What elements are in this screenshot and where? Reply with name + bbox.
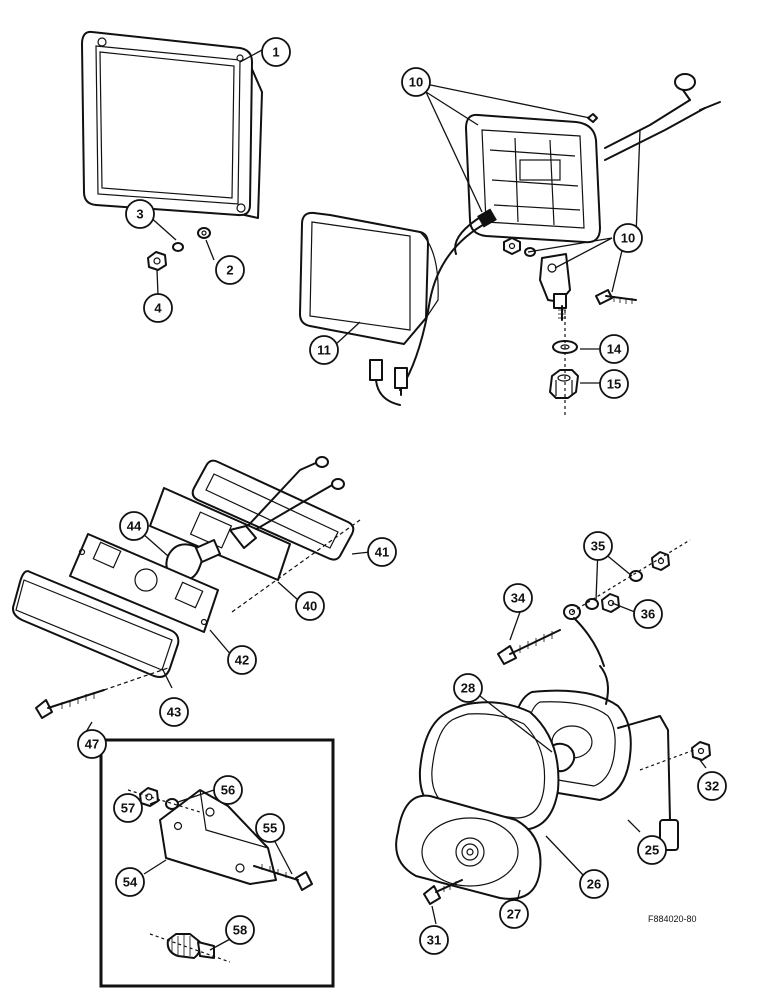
svg-text:34: 34 [511,591,526,606]
svg-text:41: 41 [375,545,389,560]
svg-text:11: 11 [317,343,331,358]
callout-15: 15 [599,369,629,399]
callout-26: 26 [579,869,609,899]
svg-text:43: 43 [167,705,181,720]
callout-10-right: 10 [613,223,643,253]
callout-11: 11 [309,335,339,365]
callout-27: 27 [499,899,529,929]
svg-text:15: 15 [607,377,621,392]
bracket-inset [127,787,313,963]
callout-40: 40 [295,591,325,621]
callout-32: 32 [697,771,727,801]
callout-34: 34 [503,583,533,613]
callout-4: 4 [143,293,173,323]
svg-text:47: 47 [85,737,99,752]
callout-2: 2 [215,255,245,285]
svg-text:32: 32 [705,779,719,794]
callout-44: 44 [119,511,149,541]
svg-text:44: 44 [127,519,142,534]
callout-43: 43 [159,697,189,727]
callout-36: 36 [633,599,663,629]
svg-text:27: 27 [507,907,521,922]
callout-56: 56 [213,775,243,805]
inset-frame [99,738,335,988]
svg-text:55: 55 [263,821,277,836]
svg-text:3: 3 [136,207,143,222]
marker-lamp-assembly [12,456,361,719]
svg-text:54: 54 [123,875,138,890]
svg-text:4: 4 [154,301,162,316]
callout-1: 1 [261,37,291,67]
callout-54: 54 [115,867,145,897]
callout-55: 55 [255,813,285,843]
callout-58: 58 [225,915,255,945]
tail-lamp-assembly [395,539,711,905]
svg-text:2: 2 [226,263,233,278]
svg-text:1: 1 [272,45,279,60]
svg-text:35: 35 [591,539,605,554]
callout-41: 41 [367,537,397,567]
svg-text:10: 10 [621,231,635,246]
svg-text:57: 57 [121,801,135,816]
callout-14: 14 [599,334,629,364]
callout-10-top: 10 [401,67,431,97]
svg-text:42: 42 [235,653,249,668]
callout-3: 3 [125,199,155,229]
work-lamp-assembly [81,30,263,271]
flood-lamp-assembly [299,73,721,415]
callout-31: 31 [419,925,449,955]
svg-text:10: 10 [409,75,423,90]
svg-text:58: 58 [233,923,247,938]
callout-25: 25 [637,835,667,865]
svg-text:26: 26 [587,877,601,892]
drawing-reference: F884020-80 [648,914,697,924]
svg-text:56: 56 [221,783,235,798]
leader-lines [79,49,707,951]
callout-35: 35 [583,531,613,561]
svg-text:40: 40 [303,599,317,614]
svg-text:36: 36 [641,607,655,622]
svg-text:31: 31 [427,933,441,948]
callout-47: 47 [77,729,107,759]
callout-28: 28 [453,673,483,703]
svg-text:25: 25 [645,843,659,858]
callout-42: 42 [227,645,257,675]
svg-text:14: 14 [607,342,622,357]
callout-57: 57 [113,793,143,823]
svg-text:28: 28 [461,681,475,696]
